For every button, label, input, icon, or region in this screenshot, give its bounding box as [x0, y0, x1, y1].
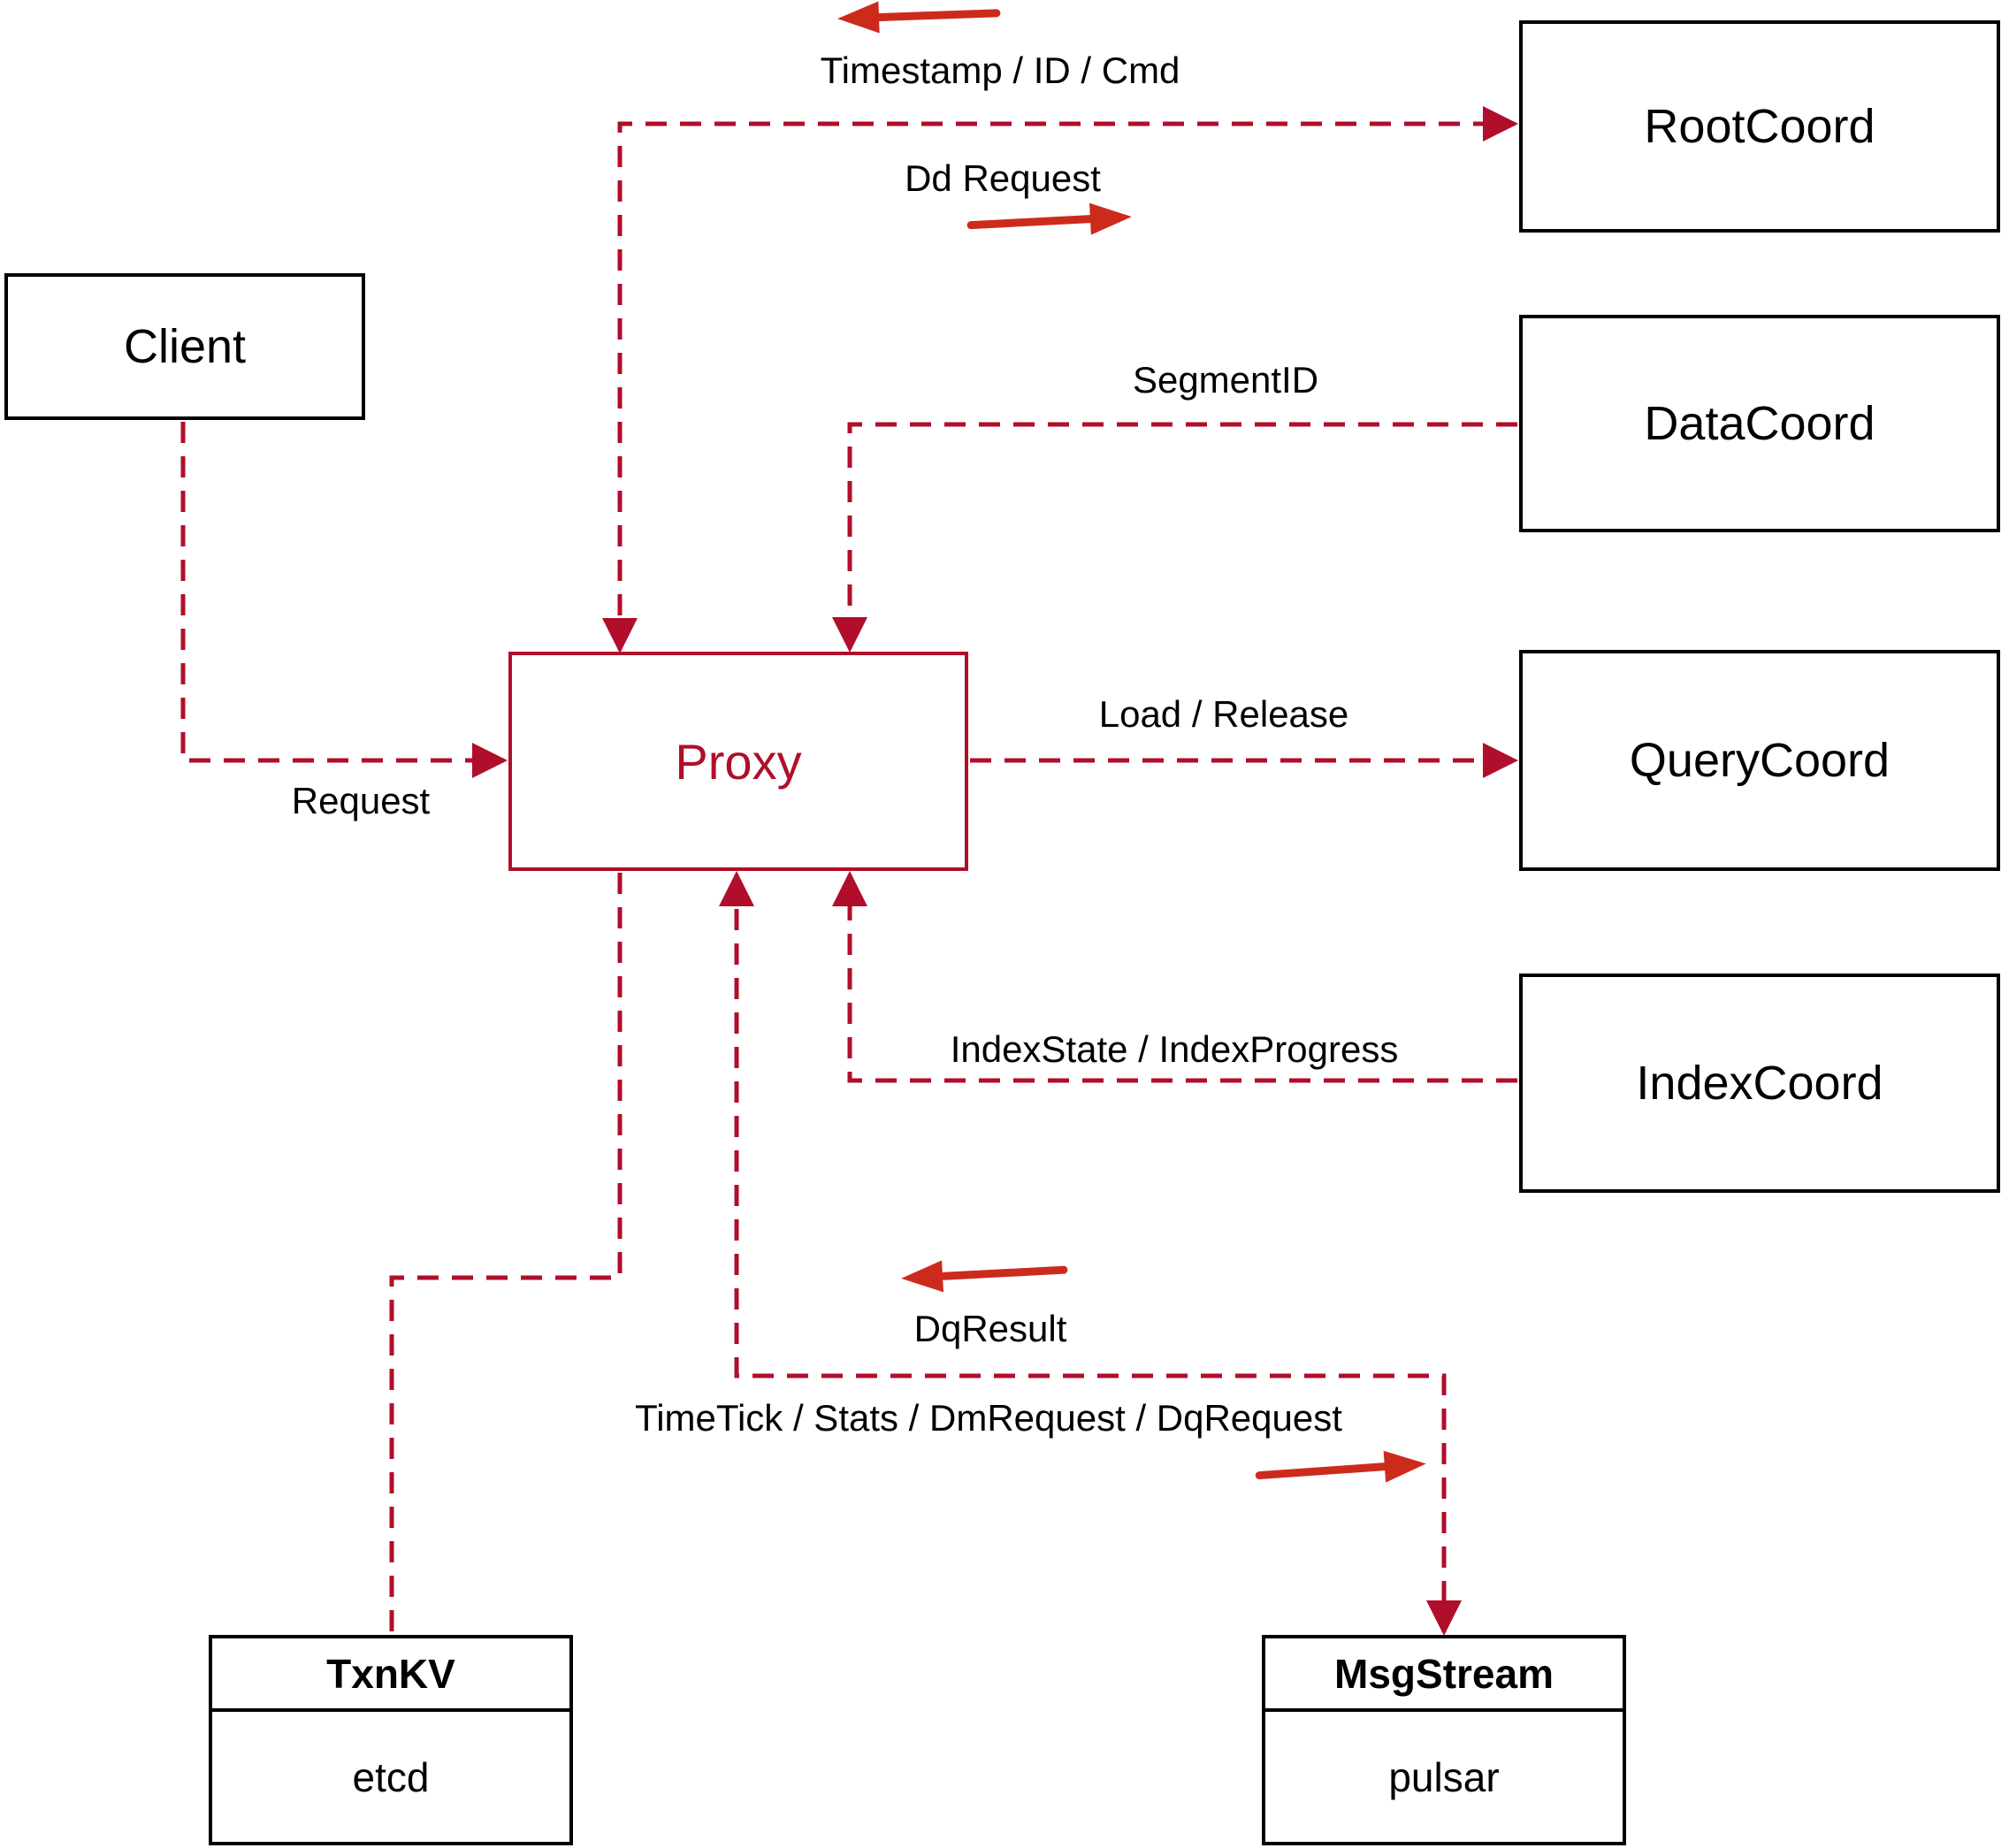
node-msgstream: MsgStream pulsar	[1262, 1635, 1626, 1845]
time-tick-send-right-arrow-icon	[1255, 1450, 1426, 1483]
edge-proxy-msgstream	[719, 871, 1462, 1636]
msgstream-impl: pulsar	[1388, 1753, 1500, 1800]
edge-label-timestamp-id-cmd: Timestamp / ID / Cmd	[820, 50, 1180, 91]
dq-result-return-left-arrow-icon	[901, 1260, 1068, 1293]
dd-request-send-right-arrow-icon	[966, 202, 1132, 235]
node-querycoord: QueryCoord	[1519, 650, 2000, 871]
edge-datacoord-proxy	[832, 422, 1517, 653]
node-txnkv: TxnKV etcd	[209, 1635, 573, 1845]
edge-label-index-state-progress: IndexState / IndexProgress	[950, 1028, 1399, 1070]
txnkv-title: TxnKV	[212, 1638, 569, 1712]
edge-label-time-tick-stats: TimeTick / Stats / DmRequest / DqRequest	[635, 1397, 1342, 1439]
querycoord-label: QueryCoord	[1629, 734, 1891, 787]
client-label: Client	[123, 320, 247, 373]
node-rootcoord: RootCoord	[1519, 20, 2000, 233]
edge-label-segment-id: SegmentID	[1132, 359, 1319, 401]
edge-proxy-txnkv	[389, 873, 623, 1632]
edge-client-proxy	[180, 422, 508, 778]
rootcoord-label: RootCoord	[1644, 100, 1875, 153]
txnkv-impl: etcd	[352, 1753, 430, 1800]
timestamp-return-left-arrow-icon	[837, 1, 1001, 34]
edge-proxy-rootcoord	[602, 106, 1518, 653]
node-proxy: Proxy	[508, 652, 968, 871]
proxy-label: Proxy	[675, 733, 802, 790]
node-indexcoord: IndexCoord	[1519, 974, 2000, 1193]
edge-label-dq-result: DqResult	[913, 1308, 1067, 1349]
msgstream-title: MsgStream	[1265, 1638, 1623, 1712]
datacoord-label: DataCoord	[1644, 397, 1875, 450]
node-client: Client	[4, 273, 365, 420]
edge-label-load-release: Load / Release	[1098, 693, 1349, 735]
edge-label-dd-request: Dd Request	[905, 157, 1101, 199]
indexcoord-label: IndexCoord	[1636, 1057, 1883, 1110]
node-datacoord: DataCoord	[1519, 315, 2000, 532]
edge-label-request: Request	[291, 780, 431, 821]
